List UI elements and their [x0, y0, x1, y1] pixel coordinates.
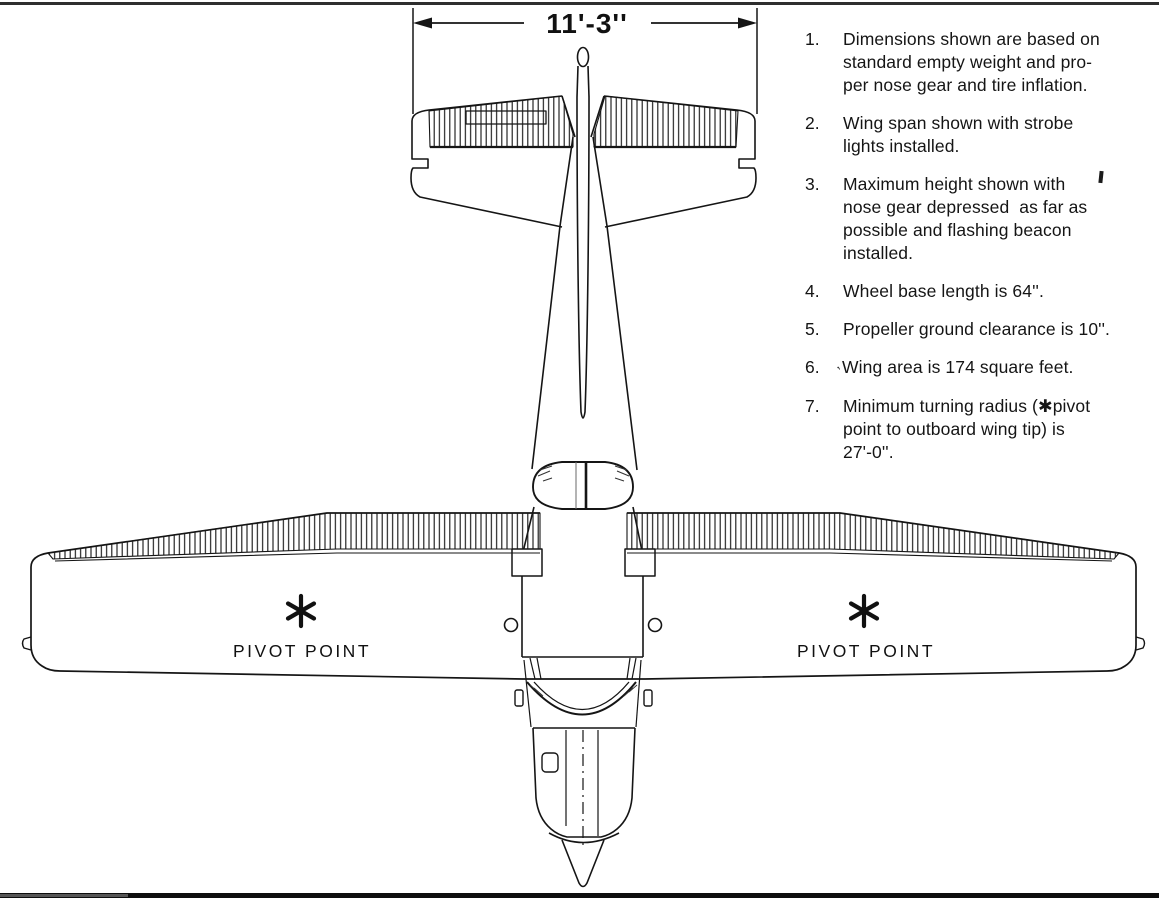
notes-list: 1. Dimensions shown are based on standard …: [805, 20, 1155, 479]
note-number: 6.: [805, 357, 820, 377]
note-text: Minimum turning radius (✱pivot point to o…: [843, 395, 1155, 464]
pivot-point-left-label: PIVOT POINT: [233, 641, 371, 661]
fuel-cap-left: [503, 617, 519, 633]
note-number: 2.: [805, 113, 820, 133]
top-border-rule: [0, 2, 1159, 5]
note-text: Maximum height shown with nose gear depre…: [843, 173, 1155, 265]
wing-right-hatch: [626, 512, 1120, 560]
note-number: 3.: [805, 174, 820, 194]
note-number: 4.: [805, 281, 820, 301]
note-line: possible and flashing beacon: [843, 220, 1072, 240]
note-line: 27'-0''.: [843, 442, 894, 462]
propeller-spinner: [561, 839, 605, 888]
note-line: Maximum height shown with: [843, 174, 1066, 194]
wingtip-left-nub: [21, 636, 32, 651]
note-text: Propeller ground clearance is 10''.: [843, 318, 1155, 341]
wingtip-right-nub: [1135, 636, 1146, 651]
note-item-1: 1. Dimensions shown are based on standard …: [805, 28, 1155, 97]
vertical-fin: [576, 96, 590, 419]
cowl-lip: [548, 832, 620, 844]
elevator-left-hatch: [428, 95, 574, 148]
note-item-3: 3. Maximum height shown with nose gear dep…: [805, 173, 1155, 265]
note-line: standard empty weight and pro-: [843, 52, 1093, 72]
window-shading: [537, 465, 630, 482]
tailcone-right-edge: [592, 136, 638, 471]
note-item-4: 4. Wheel base length is 64''.: [805, 280, 1155, 303]
wings-group: [21, 512, 1146, 680]
note-item-6: 6. ,Wing area is 174 square feet.: [805, 356, 1155, 380]
note-line: Wheel base length is 64''.: [843, 281, 1044, 301]
note-line: installed.: [843, 243, 914, 263]
note-text: Wing span shown with strobe lights instal…: [843, 112, 1155, 158]
note-item-7: 7. Minimum turning radius (✱pivot point to…: [805, 395, 1155, 464]
windshield-pillars: [529, 657, 637, 680]
bottom-border-rule: [0, 893, 1159, 898]
arrowhead-right-icon: [738, 17, 757, 29]
note-text: ,Wing area is 174 square feet.: [829, 356, 1155, 380]
oil-door: [541, 752, 559, 773]
wing-left-hatch: [47, 512, 541, 560]
note-line: per nose gear and tire inflation.: [843, 75, 1088, 95]
note-number: 1.: [805, 29, 820, 49]
stabilizer-right-outline: [603, 95, 757, 228]
tailcone-left-edge: [531, 136, 574, 470]
note-number: 5.: [805, 319, 820, 339]
wing-left-outline: [30, 512, 540, 680]
trim-tab: [465, 110, 547, 125]
note-line: ,Wing area is 174 square feet.: [829, 356, 1155, 380]
elevator-right-hatch: [593, 95, 739, 148]
pivot-point-left: PIVOT POINT: [233, 593, 371, 661]
note-line: Wing span shown with strobe: [843, 113, 1074, 133]
note-line: lights installed.: [843, 136, 960, 156]
dimension-label: 11'-3'': [546, 8, 627, 39]
bottom-border-cap: [0, 894, 128, 897]
side-nub-right: [643, 689, 653, 707]
fuel-cap-right: [647, 617, 663, 633]
arrowhead-left-icon: [413, 17, 432, 29]
windshield-shading: [529, 684, 638, 697]
wing-right-outline: [627, 512, 1137, 680]
note-text: Wheel base length is 64''.: [843, 280, 1155, 303]
asterisk-icon: [285, 593, 317, 629]
cowling-group: [532, 727, 636, 888]
side-nub-left: [514, 689, 524, 707]
tail-beacon: [576, 46, 590, 68]
note-number: 7.: [805, 396, 820, 416]
windshield-outer-arc: [526, 681, 637, 716]
note-line: Minimum turning radius (✱pivot: [843, 396, 1091, 416]
cabin-roof-oval: [532, 461, 634, 510]
stabilizer-left-outline: [410, 95, 563, 228]
cabin-group: [503, 461, 663, 728]
dimension-annotation: 11'-3'': [412, 8, 758, 114]
note-line: Dimensions shown are based on: [843, 29, 1100, 49]
note-line: nose gear depressed as far as: [843, 197, 1088, 217]
pivot-point-right: PIVOT POINT: [797, 593, 935, 661]
note-text: Dimensions shown are based on standard em…: [843, 28, 1155, 97]
tail-group: [410, 46, 757, 471]
asterisk-icon: [848, 593, 880, 629]
note-item-5: 5. Propeller ground clearance is 10''.: [805, 318, 1155, 341]
note-item-2: 2. Wing span shown with strobe lights inst…: [805, 112, 1155, 158]
windshield-inner-arc: [533, 681, 630, 711]
pivot-point-right-label: PIVOT POINT: [797, 641, 935, 661]
note-line: Propeller ground clearance is 10''.: [843, 319, 1110, 339]
note-line: point to outboard wing tip) is: [843, 419, 1065, 439]
